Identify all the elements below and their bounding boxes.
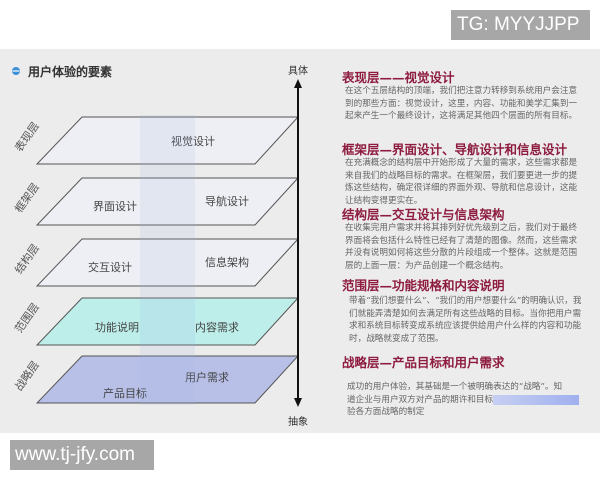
arrow-up-icon [294,79,302,88]
center-band [140,115,195,405]
layer-item: 视觉设计 [171,134,215,148]
axis-label-abstract: 抽象 [288,415,308,428]
layer-plane [35,355,300,404]
watermark-top: TG: MYYJJPP [451,10,590,40]
layer-label: 范围层 [12,300,42,335]
section-text: 在这个五层结构的顶端，我们把注意力转移到系统用户会注意到的那些方面：视觉设计，这… [345,86,578,121]
layer-item: 用户需求 [185,370,229,384]
arrow-down-icon [294,398,302,407]
layer-label: 框架层 [12,181,42,215]
layer-item: 信息架构 [205,255,249,269]
layer-plane [35,238,300,287]
section-text: 在收集完用户需求并将其排列好优先级别之后，我们对于最终界面将会包括什么特性已经有… [345,223,578,271]
section-text: 带着“我们想要什么”、“我们的用户想要什么”的明确认识，我们就能弄清楚如何去满足… [349,296,582,344]
section-heading: 范围层—功能规格和内容说明 [342,278,505,293]
section-text: 成功的用户体验，其基础是一个被明确表达的“战略”。知 道企业与用户双方对产品的期… [347,381,585,419]
section-heading: 表现层——视觉设计 [342,70,455,85]
section-heading: 结构层—交互设计与信息架构 [342,207,505,222]
layer-plane [35,116,300,165]
layer-item: 内容需求 [195,320,239,334]
diagram-title: 用户体验的要素 [27,64,112,79]
layer-item: 导航设计 [205,194,249,208]
layer-label: 表现层 [12,119,42,154]
highlight-overlay [493,394,580,405]
section-heading: 战略层—产品目标和用户需求 [342,355,505,370]
text-line: 道企业与用户双方对产品的期许和目标 [347,394,585,407]
section-heading: 框架层—界面设计、导航设计和信息设计 [342,142,568,157]
text-line: 验各方面战略的制定 [347,407,425,417]
watermark-bottom: www.tj-jfy.com [10,440,154,470]
layer-plane [35,177,300,226]
axis-label-concrete: 具体 [288,65,308,77]
layer-plane [35,297,300,346]
layer-item: 功能说明 [95,320,139,334]
layer-label: 结构层 [12,241,42,276]
layer-item: 界面设计 [93,200,137,213]
layer-label: 战略层 [12,358,42,393]
layer-item: 产品目标 [103,386,147,400]
section-text: 在充满概念的结构层中开始形成了大量的需求，这些需求都是来自我们的战略目标的需求。… [345,158,578,206]
layer-item: 交互设计 [88,260,132,274]
text-line: 成功的用户体验，其基础是一个被明确表达的“战略”。知 [347,382,563,392]
